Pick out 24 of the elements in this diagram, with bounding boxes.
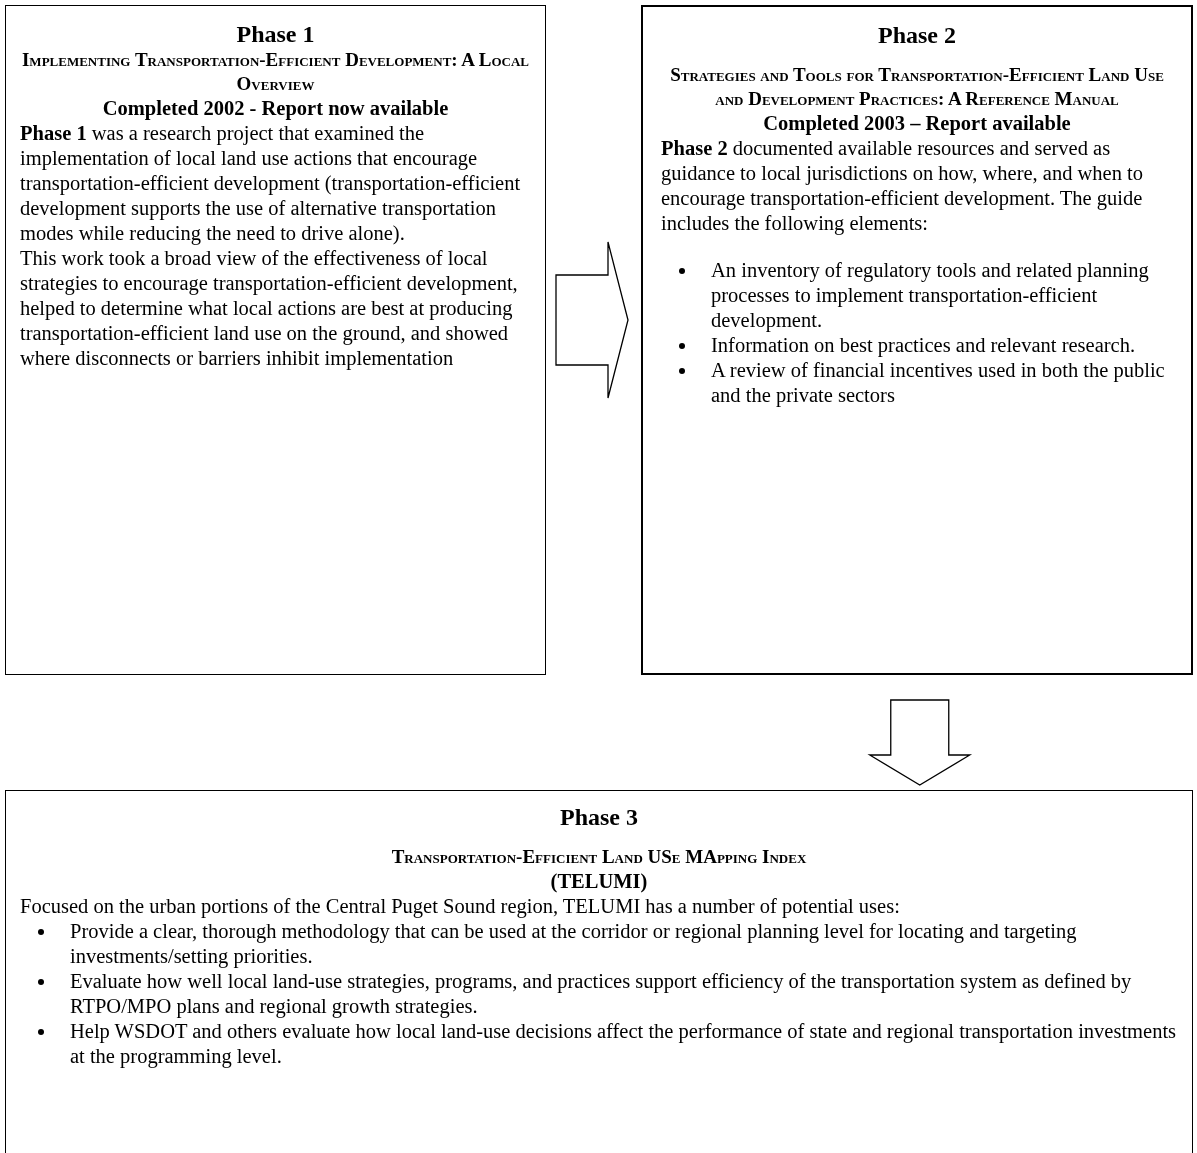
status-text: Completed 2002 - Report now available (101, 96, 450, 121)
node-subtitle: Transportation-Efficient Land USe MApping Index (390, 845, 808, 869)
block-arrow (555, 241, 629, 399)
bullet-item: Evaluate how well local land-use strategies, programs, and practices support efficiency of the transportation system as defined by RTPO/MPO plans and regional growth strategies. (20, 969, 1178, 1019)
node-subtitle: Implementing Transportation-Efficient Development: A Local Overview (20, 48, 531, 96)
status-text: (TELUMI) (549, 869, 649, 894)
paragraph: This work took a broad view of the effectiveness of local strategies to encourage transportation-efficient development, helped to determine what local actions are best at producing transportation-efficient land use on the ground, and showed where disconnects or barriers inhibit implementation (20, 246, 519, 371)
process-box (5, 790, 1193, 1153)
paragraph: Phase 1 was a research project that examined the implementation of local land use actions that encourage transportation-efficient development (transportation-efficient development supports the use of alternative transportation modes while reducing the need to drive alone). (20, 121, 522, 246)
node-title: Phase 3 (559, 803, 639, 831)
paragraph: Focused on the urban portions of the Central Puget Sound region, TELUMI has a number of potential uses: (20, 894, 901, 919)
process-box (5, 5, 546, 675)
block-arrow (867, 699, 973, 786)
node-title: Phase 1 (235, 20, 316, 48)
process-box (641, 5, 1193, 675)
node-title: Phase 2 (877, 21, 957, 49)
bullet-item: Provide a clear, thorough methodology that can be used at the corridor or regional planning level for locating and targeting investments/setting priorities. (20, 919, 1178, 969)
paragraph: Phase 2 documented available resources and served as guidance to local jurisdictions on how, where, and when to encourage transportation-efficient development. The guide includes the following elements: (661, 136, 1144, 236)
bullet-item: Help WSDOT and others evaluate how local land-use decisions affect the performance of state and regional transportation investments at the programming level. (20, 1019, 1178, 1069)
node-subtitle: Strategies and Tools for Transportation-Efficient Land Use and Development Practices: A Reference Manual (669, 63, 1165, 111)
status-text: Completed 2003 – Report available (762, 111, 1072, 136)
bullet-item: Information on best practices and relevant research. (661, 333, 1173, 358)
bullet-item: A review of financial incentives used in both the public and the private sectors (661, 358, 1173, 408)
bullet-item: An inventory of regulatory tools and related planning processes to implement transportation-efficient development. (661, 258, 1173, 333)
